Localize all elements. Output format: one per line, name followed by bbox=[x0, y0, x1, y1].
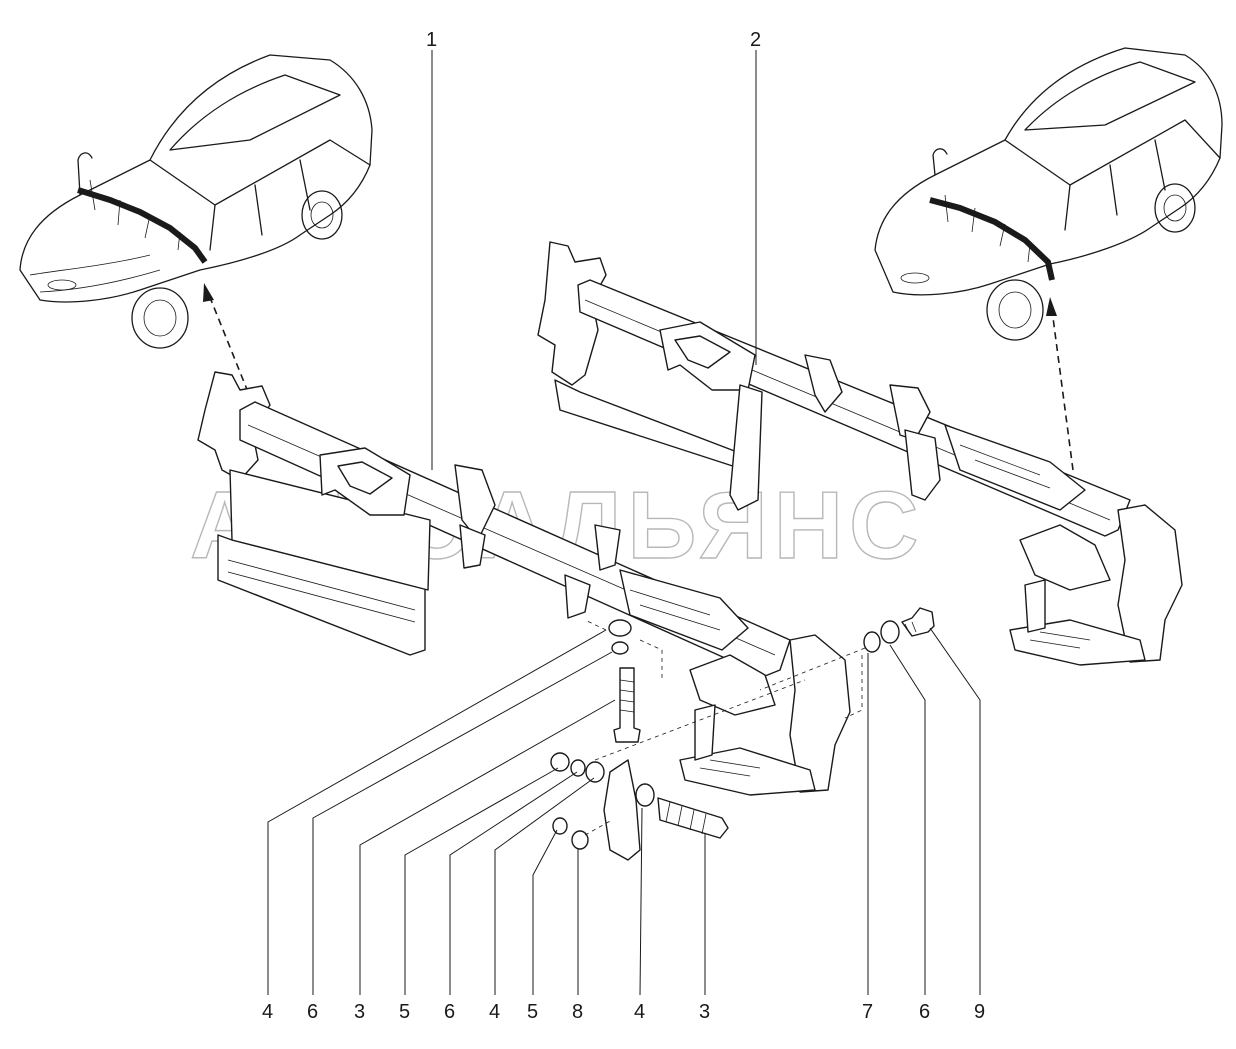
washer-c bbox=[585, 761, 605, 783]
washer-mid bbox=[611, 641, 629, 655]
callout-bottom: 5 bbox=[527, 1001, 538, 1023]
callout-1: 1 bbox=[426, 29, 437, 51]
clip-f bbox=[571, 830, 589, 850]
callout-bottom: 5 bbox=[399, 1001, 410, 1023]
cross-member-1 bbox=[197, 371, 851, 796]
leader-lines bbox=[267, 50, 981, 996]
car-right-icon bbox=[874, 47, 1223, 341]
install-arrow-left bbox=[203, 283, 249, 393]
bolt-right bbox=[901, 607, 935, 637]
car-left-icon bbox=[19, 54, 373, 349]
bolt-horizontal bbox=[657, 797, 729, 839]
bolt-vertical bbox=[613, 667, 641, 743]
callout-bottom: 7 bbox=[862, 1001, 873, 1023]
callout-bottom: 3 bbox=[699, 1001, 710, 1023]
nut-e bbox=[552, 817, 568, 835]
install-arrow-right bbox=[1046, 297, 1074, 471]
fasteners bbox=[550, 607, 935, 861]
callout-bottom: 6 bbox=[919, 1001, 930, 1023]
washer-d bbox=[635, 783, 655, 807]
cross-member-2 bbox=[537, 241, 1183, 666]
callout-bottom: 3 bbox=[354, 1001, 365, 1023]
callout-bottom: 4 bbox=[634, 1001, 645, 1023]
callout-bottom: 6 bbox=[307, 1001, 318, 1023]
washer-b bbox=[570, 759, 586, 777]
callout-bottom: 4 bbox=[489, 1001, 500, 1023]
callout-bottom: 8 bbox=[572, 1001, 583, 1023]
bracket bbox=[603, 759, 641, 861]
nut-a bbox=[550, 752, 570, 772]
washer-g bbox=[863, 631, 881, 653]
washer-h bbox=[880, 620, 900, 644]
callout-2: 2 bbox=[750, 29, 761, 51]
callout-bottom: 9 bbox=[974, 1001, 985, 1023]
callout-labels: 1 2 4 6 3 5 6 4 5 8 4 3 7 6 9 bbox=[262, 29, 985, 1023]
washer-top bbox=[608, 619, 632, 637]
callout-bottom: 6 bbox=[444, 1001, 455, 1023]
callout-bottom: 4 bbox=[262, 1001, 273, 1023]
